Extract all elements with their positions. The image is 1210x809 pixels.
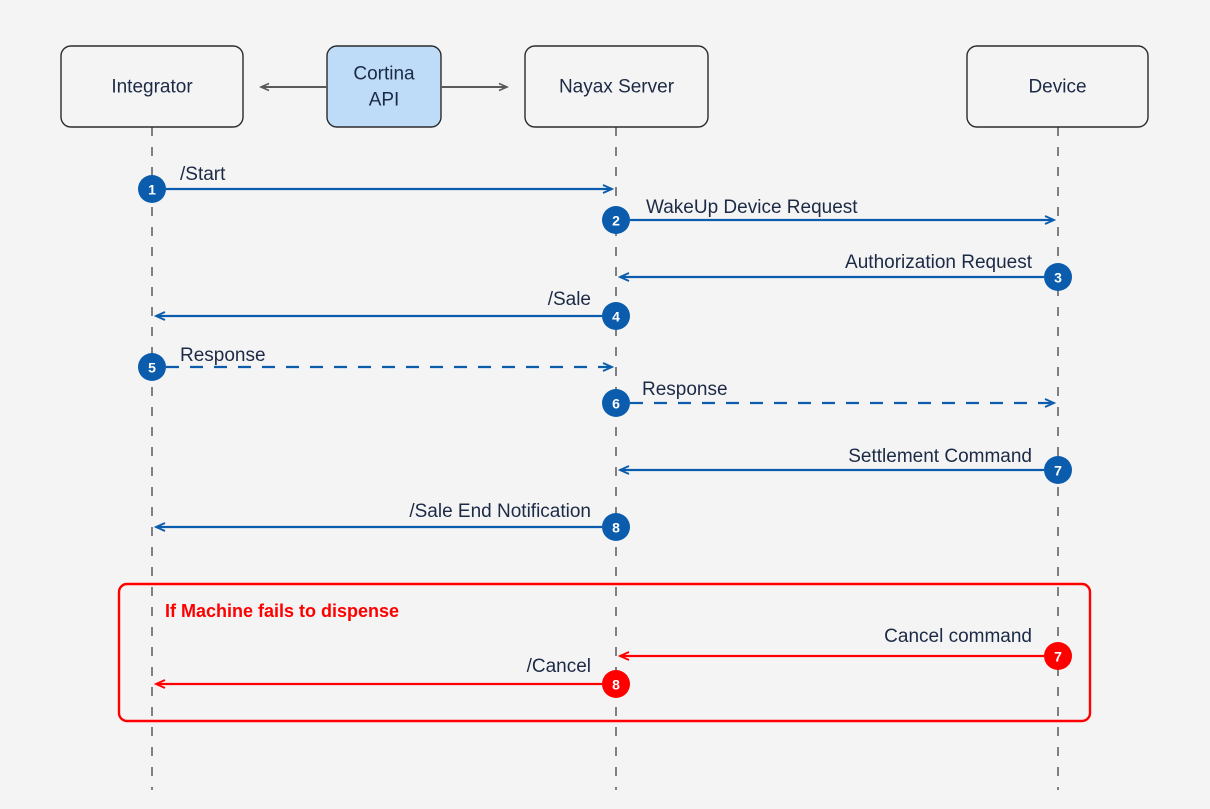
actor-nayax-server[interactable]: Nayax Server (524, 45, 709, 128)
message-label-main-3: Authorization Request (845, 252, 1033, 273)
step-badge-number: 5 (148, 360, 156, 376)
actor-label-cortina-api-line2: API (369, 90, 400, 111)
step-badge-number: 6 (612, 396, 620, 412)
step-badge-main-4[interactable]: 4 (602, 302, 630, 330)
actor-label-cortina-api-line1: Cortina (353, 64, 415, 85)
actor-device[interactable]: Device (966, 45, 1149, 128)
message-label-failure-8: /Cancel (527, 656, 591, 677)
step-badge-circle (1044, 263, 1072, 291)
step-badge-failure-7[interactable]: 7 (1044, 642, 1072, 670)
step-badge-main-7[interactable]: 7 (1044, 456, 1072, 484)
actor-box-device (966, 45, 1149, 128)
step-badge-number: 4 (612, 309, 620, 325)
actor-box-integrator (60, 45, 244, 128)
actor-label-nayax-server: Nayax Server (559, 77, 675, 98)
actor-label-device: Device (1028, 77, 1086, 98)
step-badge-number: 3 (1054, 270, 1062, 286)
message-label-main-8: /Sale End Notification (409, 501, 591, 522)
step-badge-number: 7 (1054, 463, 1062, 479)
actor-integrator[interactable]: Integrator (60, 45, 244, 128)
message-label-main-7: Settlement Command (848, 446, 1032, 467)
step-badge-circle (602, 302, 630, 330)
step-badge-failure-8[interactable]: 8 (602, 670, 630, 698)
step-badge-circle (138, 175, 166, 203)
step-badge-circle (1044, 456, 1072, 484)
message-label-main-5: Response (180, 345, 266, 366)
message-label-main-6: Response (642, 379, 728, 400)
step-badge-circle (138, 353, 166, 381)
step-badge-circle (602, 206, 630, 234)
step-badges-layer: 1 2 3 4 5 6 7 8 7 8 (138, 175, 1072, 698)
step-badge-number: 2 (612, 213, 620, 229)
failure-frame (117, 582, 1092, 723)
step-badge-circle (602, 670, 630, 698)
step-badge-circle (1044, 642, 1072, 670)
step-badge-circle (602, 389, 630, 417)
step-badge-main-6[interactable]: 6 (602, 389, 630, 417)
actor-box-cortina-api (326, 45, 442, 128)
actor-label-integrator: Integrator (111, 77, 193, 98)
message-label-main-4: /Sale (548, 289, 591, 310)
step-badge-main-8[interactable]: 8 (602, 513, 630, 541)
step-badge-circle (602, 513, 630, 541)
message-label-failure-7: Cancel command (884, 626, 1032, 647)
actor-box-nayax-server (524, 45, 709, 128)
message-label-main-2: WakeUp Device Request (646, 197, 858, 218)
step-badge-main-3[interactable]: 3 (1044, 263, 1072, 291)
step-badge-number: 8 (612, 677, 620, 693)
step-badge-main-2[interactable]: 2 (602, 206, 630, 234)
step-badge-main-1[interactable]: 1 (138, 175, 166, 203)
step-badge-main-5[interactable]: 5 (138, 353, 166, 381)
failure-frame-label: If Machine fails to dispense (165, 601, 399, 621)
step-badge-number: 7 (1054, 649, 1062, 665)
failure-frame-layer: If Machine fails to dispense (117, 582, 1092, 723)
message-label-main-1: /Start (180, 164, 226, 185)
step-badge-number: 1 (148, 182, 156, 198)
step-badge-number: 8 (612, 520, 620, 536)
